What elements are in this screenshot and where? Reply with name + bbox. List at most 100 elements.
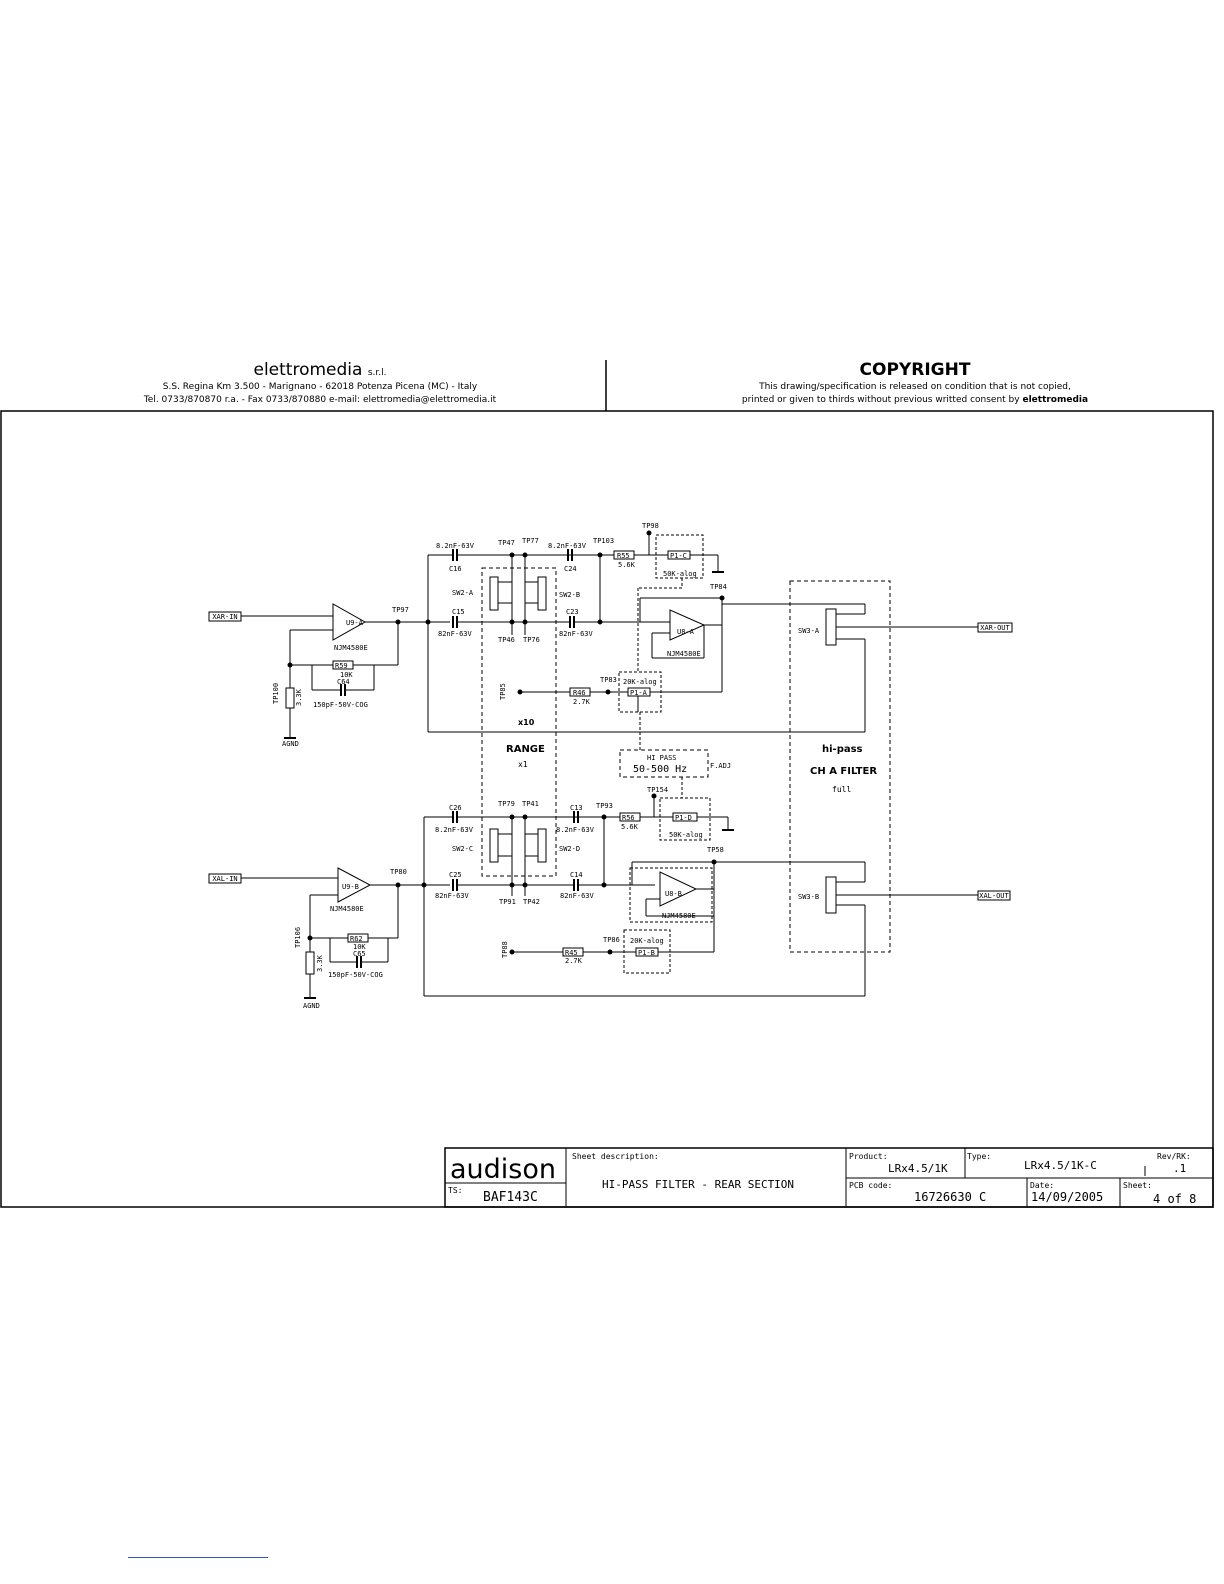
tp103-label: TP103 bbox=[593, 537, 614, 545]
range-label: RANGE bbox=[506, 744, 545, 755]
copyright-line1: This drawing/specification is released o… bbox=[759, 382, 1071, 392]
full-label: full bbox=[832, 785, 851, 794]
tp77-label: TP77 bbox=[522, 537, 539, 545]
tp80-label: TP80 bbox=[390, 868, 407, 876]
switch-sw2b bbox=[537, 576, 547, 611]
company-name: elettromedia bbox=[253, 360, 363, 380]
company-header: elettromedia s.r.l. S.S. Regina Km 3.500… bbox=[40, 360, 600, 405]
sw2b-label: SW2-B bbox=[559, 591, 580, 599]
c65-label: C65 bbox=[353, 950, 366, 958]
hipass-label: hi-pass bbox=[822, 744, 863, 755]
sw2d-label: SW2-D bbox=[559, 845, 580, 853]
c16-value: 8.2nF-63V bbox=[436, 542, 475, 550]
c15-label: C15 bbox=[452, 608, 465, 616]
resistor-r60 bbox=[285, 687, 295, 709]
port-xal-in-label: XAL-IN bbox=[212, 875, 237, 883]
opamp-u9b-part: NJM4580E bbox=[330, 905, 364, 913]
port-xar-in-label: XAR-IN bbox=[212, 613, 237, 621]
r55-value: 5.6K bbox=[618, 561, 636, 569]
type-value: LRx4.5/1K-C bbox=[1024, 1159, 1097, 1172]
r46-label: R46 bbox=[573, 689, 586, 697]
opamp-u9a-part: NJM4580E bbox=[334, 644, 368, 652]
ch-filter-label: CH A FILTER bbox=[810, 766, 877, 777]
agnd-bottom-label: AGND bbox=[303, 1002, 320, 1010]
c15-value: 82nF-63V bbox=[438, 630, 473, 638]
c64-label: C64 bbox=[337, 678, 350, 686]
brand-logo: audison bbox=[450, 1154, 556, 1185]
switch-sw3b bbox=[825, 876, 837, 914]
pot-p1a-label: P1-A bbox=[630, 689, 648, 697]
top-channel: XAR-IN U9-A NJM4580E TP97 R59 10K C64 bbox=[208, 522, 866, 748]
pot-p1b-label: P1-B bbox=[638, 949, 655, 957]
rev-label: Rev/RK: bbox=[1157, 1152, 1191, 1161]
r55-label: R55 bbox=[617, 552, 630, 560]
opamp-u8b-label: U8-B bbox=[665, 890, 682, 898]
company-contact: Tel. 0733/870870 r.a. - Fax 0733/870880 … bbox=[143, 395, 497, 405]
company-suffix: s.r.l. bbox=[367, 368, 387, 378]
copyright-block: COPYRIGHT This drawing/specification is … bbox=[610, 360, 1220, 405]
sheet-value: 4 of 8 bbox=[1153, 1192, 1196, 1206]
switch-sw3a bbox=[825, 608, 837, 646]
c64-value: 150pF-50V-COG bbox=[313, 701, 368, 709]
c14-value: 82nF-63V bbox=[560, 892, 595, 900]
tp93-label: TP93 bbox=[596, 802, 613, 810]
sw3b-label: SW3-B bbox=[798, 893, 819, 901]
c24-value: 8.2nF-63V bbox=[548, 542, 587, 550]
pot-p1b-value: 20K-alog bbox=[630, 937, 664, 945]
tp42-label: TP42 bbox=[523, 898, 540, 906]
opamp-u8b-part-label: NJM4580E bbox=[662, 912, 696, 920]
range-switch-group bbox=[481, 567, 557, 877]
port-xal-out bbox=[977, 890, 1011, 901]
port-xar-out bbox=[977, 622, 1013, 633]
sw2a-label: SW2-A bbox=[452, 589, 474, 597]
product-value: LRx4.5/1K bbox=[888, 1162, 948, 1175]
c24-label: C24 bbox=[564, 565, 577, 573]
c25-value: 82nF-63V bbox=[435, 892, 470, 900]
r45-value: 2.7K bbox=[565, 957, 583, 965]
opamp-u9b bbox=[337, 867, 372, 903]
pot-p1c-label: P1-C bbox=[670, 552, 687, 560]
pot-p1a-value: 20K-alog bbox=[623, 678, 657, 686]
copyright-brand: elettromedia bbox=[1022, 395, 1089, 405]
ts-value: BAF143C bbox=[483, 1190, 538, 1205]
bottom-channel: XAL-IN U9-B NJM4580E TP80 R62 10K C65 15… bbox=[208, 786, 866, 1010]
f-adj-label: F.ADJ bbox=[710, 762, 731, 770]
tp98-label: TP98 bbox=[642, 522, 659, 530]
opamp-u9a-label: U9-A bbox=[346, 619, 364, 627]
date-value: 14/09/2005 bbox=[1031, 1190, 1103, 1204]
sheet-desc-value: HI-PASS FILTER - REAR SECTION bbox=[602, 1178, 794, 1191]
r56-value: 5.6K bbox=[621, 823, 639, 831]
agnd-top-label: AGND bbox=[282, 740, 299, 748]
c26-value: 8.2nF-63V bbox=[435, 826, 474, 834]
r62-value: 10K bbox=[353, 943, 366, 951]
tp83-label: TP83 bbox=[600, 676, 617, 684]
copyright-line2: printed or given to thirds without previ… bbox=[741, 395, 1020, 405]
pcb-label: PCB code: bbox=[849, 1181, 892, 1190]
tp46-label: TP46 bbox=[498, 636, 515, 644]
type-label: Type: bbox=[967, 1152, 991, 1161]
x10-label: x10 bbox=[518, 718, 535, 727]
tp41-label: TP41 bbox=[522, 800, 539, 808]
tp47-label: TP47 bbox=[498, 539, 515, 547]
r61-value: 3.3K bbox=[316, 954, 324, 972]
port-xar-out-label: XAR-OUT bbox=[980, 624, 1010, 632]
tp58-label: TP58 bbox=[707, 846, 724, 854]
pot-p1c-value: 50K-alog bbox=[663, 570, 697, 578]
tp88-label: TP88 bbox=[501, 941, 509, 958]
r45-label: R45 bbox=[565, 949, 578, 957]
footer-link-underline bbox=[128, 1557, 268, 1558]
tp97-label: TP97 bbox=[392, 606, 409, 614]
port-xal-out-label: XAL-OUT bbox=[979, 892, 1009, 900]
opamp-u8a-part: NJM4580E bbox=[667, 650, 701, 658]
c16-label: C16 bbox=[449, 565, 462, 573]
ts-label: TS: bbox=[448, 1186, 462, 1195]
title-block: audison TS: BAF143C Sheet description: H… bbox=[444, 1147, 1214, 1208]
resistor-r59 bbox=[332, 660, 354, 670]
tp100-label: TP100 bbox=[272, 683, 280, 704]
r60-value: 3.3K bbox=[295, 688, 303, 706]
sheet-desc-label: Sheet description: bbox=[572, 1152, 659, 1161]
copyright-title: COPYRIGHT bbox=[859, 360, 971, 380]
c25-label: C25 bbox=[449, 871, 462, 879]
